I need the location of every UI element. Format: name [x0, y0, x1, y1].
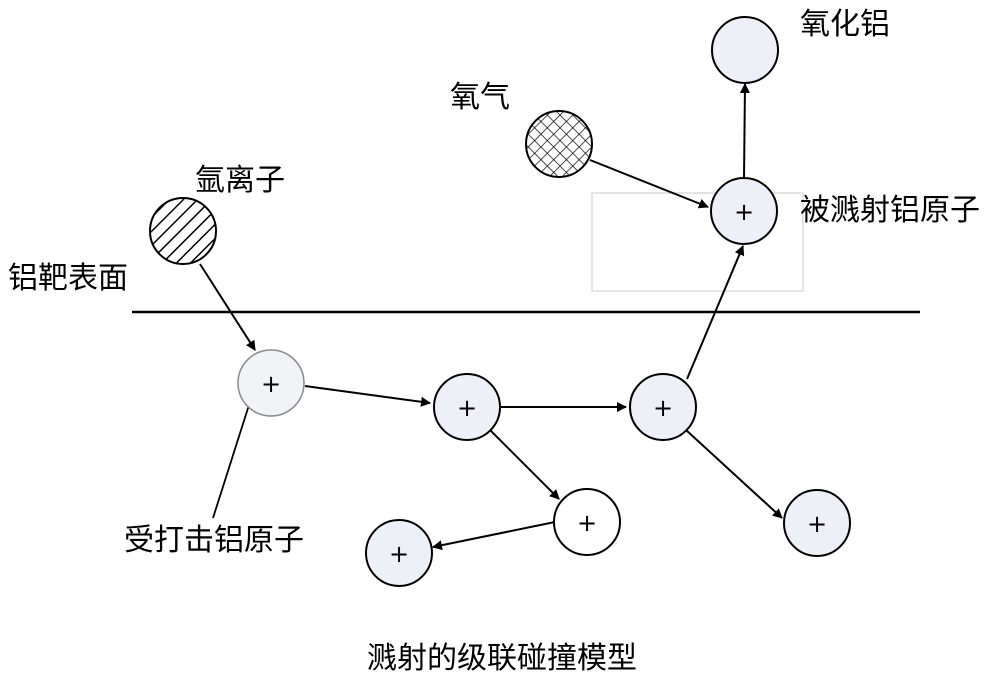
- diagram-caption: 溅射的级联碰撞模型: [367, 641, 637, 676]
- arrow-oxygen-to-sputtered: [589, 159, 709, 209]
- sputtered-atom-icon: [710, 177, 778, 245]
- cascade-atom-6: +: [365, 519, 433, 587]
- label-target-surface: 铝靶表面: [8, 261, 128, 296]
- atom-icon: [629, 373, 697, 441]
- arrow-atom1-to-atom2: [304, 385, 431, 407]
- label-oxygen: 氧气: [450, 80, 510, 115]
- oxygen-molecule-icon: [525, 110, 593, 178]
- label-aluminum-oxide: 氧化铝: [800, 7, 890, 42]
- cascade-atom-5: +: [553, 488, 621, 556]
- atom-plus: +: [577, 509, 597, 537]
- struck-atom-pointer: [212, 404, 250, 519]
- atom-icon: [365, 519, 433, 587]
- cascade-atom-3: +: [629, 373, 697, 441]
- struck-atom-icon: [237, 349, 305, 417]
- arrow-sputtered-to-oxide: [739, 83, 750, 179]
- atom-icon: [553, 488, 621, 556]
- struck-atom-plus: +: [261, 370, 281, 398]
- arrow-atom5-to-atom6: [432, 521, 556, 551]
- atom-icon: [433, 373, 501, 441]
- cascade-atom-4: +: [783, 489, 851, 557]
- argon-ion-icon: [149, 197, 217, 265]
- arrow-atom2-to-atom5: [489, 429, 560, 500]
- atom-plus: +: [807, 510, 827, 538]
- label-sputtered-atom: 被溅射铝原子: [800, 193, 980, 228]
- atom-plus: +: [653, 394, 673, 422]
- aluminum-oxide-icon: [711, 16, 779, 84]
- atom-icon: [783, 489, 851, 557]
- highlight-box: [591, 192, 804, 292]
- arrow-argon-to-atom: [199, 263, 256, 351]
- label-argon-ion: 氩离子: [195, 163, 285, 198]
- arrow-atom3-to-sputtered: [686, 245, 745, 380]
- atom-plus: +: [457, 394, 477, 422]
- sputtered-atom: +: [710, 177, 778, 245]
- sputtered-atom-plus: +: [734, 198, 754, 226]
- arrow-atom3-to-atom4: [685, 429, 783, 519]
- label-struck-atom: 受打击铝原子: [124, 523, 304, 558]
- cascade-atom-2: +: [433, 373, 501, 441]
- atom-plus: +: [389, 540, 409, 568]
- struck-atom: +: [237, 349, 305, 417]
